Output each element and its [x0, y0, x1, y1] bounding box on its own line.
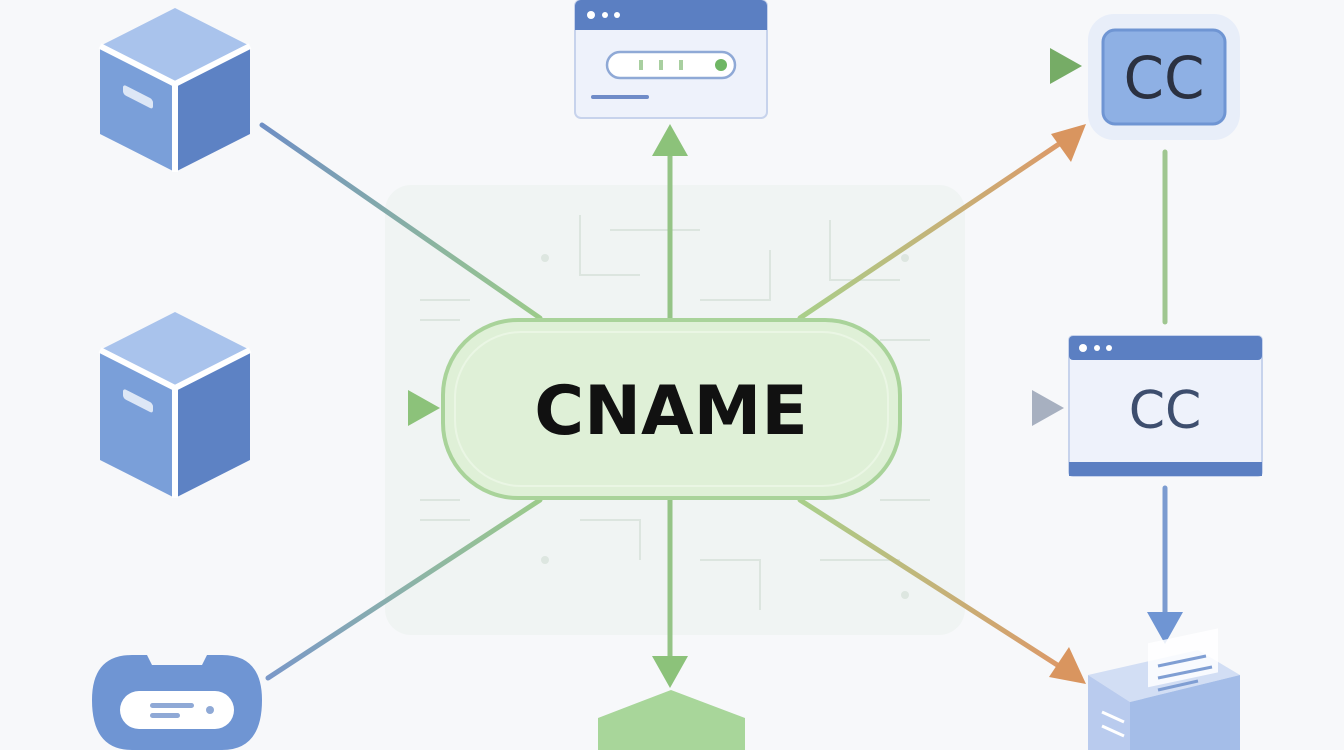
cname-node: CNAME	[441, 318, 902, 500]
arrowhead-cc-middle	[1032, 390, 1064, 426]
cc-node-middle-titlebar	[1069, 336, 1262, 360]
cc-node-middle-footer	[1069, 462, 1262, 476]
arrowhead-into-cname	[408, 390, 440, 426]
cc-top-label: CC	[1124, 44, 1205, 112]
line-toggle-to-cname	[265, 497, 543, 681]
arrowhead-doc-box	[1147, 612, 1183, 644]
arrowheads	[408, 48, 1183, 688]
arrowhead-cc-top	[1050, 48, 1082, 84]
document-box-icon	[1088, 628, 1240, 750]
toggle-device-icon	[92, 655, 262, 750]
cname-label: CNAME	[534, 372, 808, 451]
box-icon	[98, 8, 252, 172]
line-box-top-to-cname	[259, 122, 543, 321]
cc-middle-label: CC	[1129, 381, 1202, 441]
hexagon-icon	[598, 690, 745, 750]
box-icon	[98, 312, 252, 498]
cc-node-top-panel	[1101, 28, 1227, 126]
browser-window-icon	[574, 0, 768, 119]
line-cname-to-doc-box	[797, 497, 1065, 671]
cc-node-middle: CC	[1068, 335, 1263, 477]
cname-pill	[441, 318, 902, 500]
arrowhead-top-window	[652, 124, 688, 156]
cc-node-top: CC	[1088, 14, 1240, 140]
arrowhead-hexagon	[652, 656, 688, 688]
connector-lines	[255, 63, 1168, 681]
arrowhead-cc-top-diagonal	[1051, 124, 1086, 162]
line-cname-to-cc-top	[797, 139, 1065, 321]
arrowhead-doc-box-diagonal	[1049, 647, 1086, 684]
